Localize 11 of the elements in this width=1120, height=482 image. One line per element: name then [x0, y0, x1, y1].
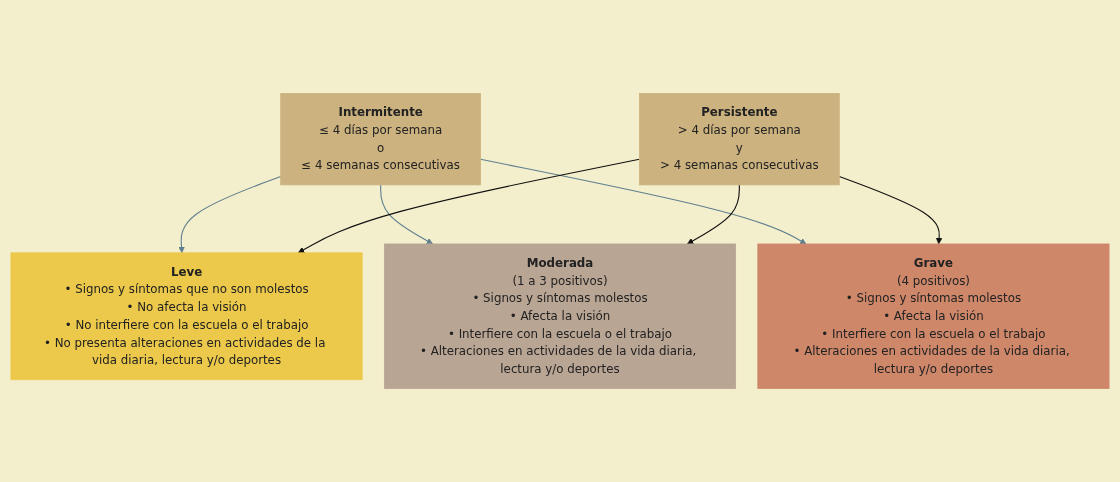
arrow	[380, 184, 433, 245]
arrow	[298, 158, 640, 254]
node-box: Moderada (1 a 3 positivos) • Signos y síntomas molestos • Afecta la visión • Interfiere con la escuela o el trabajo • Alteraciones en actividades de la vida diaria, lectura y/o deportes	[384, 243, 736, 389]
arrow	[480, 158, 807, 245]
node-box: Grave (4 positivos) • Signos y síntomas molestos • Afecta la visión • Interfiere con la escuela o el trabajo • Alteraciones en actividades de la vida diaria, lectura y/o deportes	[757, 243, 1110, 389]
node-box: Intermitente ≤ 4 días por semana o ≤ 4 semanas consecutivas	[280, 93, 481, 186]
arrow	[178, 175, 282, 254]
node-box: Persistente > 4 días por semana y > 4 semanas consecutivas	[639, 93, 840, 186]
arrow	[838, 175, 943, 245]
node-box: Leve • Signos y síntomas que no son molestos • No afecta la visión • No interfiere con la escuela o el trabajo • No presenta alteraciones en actividades de la vida diaria, lectura y/o deportes	[10, 252, 363, 381]
arrow	[687, 184, 740, 245]
